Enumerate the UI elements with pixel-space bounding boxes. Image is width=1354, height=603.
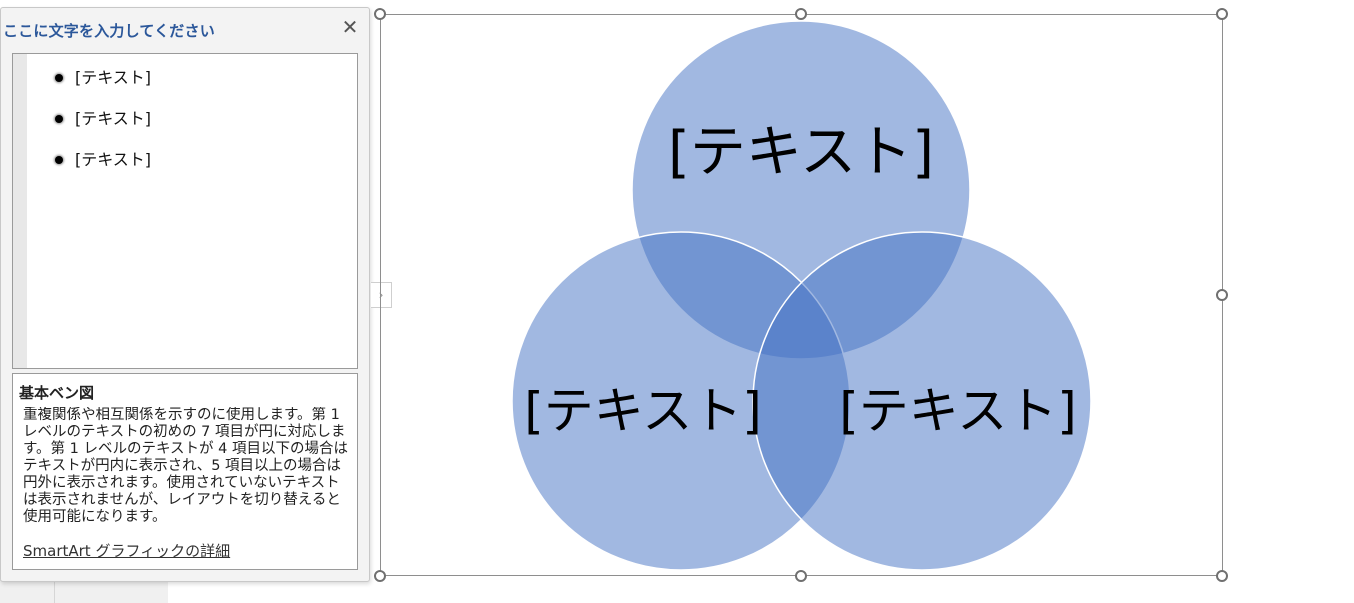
text-pane-title: ここに文字を入力してください	[3, 22, 215, 40]
venn-label-top[interactable]: [テキスト]	[667, 120, 934, 185]
resize-handle-top-right[interactable]	[1216, 8, 1228, 20]
resize-handle-bottom[interactable]	[795, 570, 807, 582]
layout-description-box: 基本ベン図 重複関係や相互関係を示すのに使用します。第 1 レベルのテキストの初…	[12, 373, 358, 570]
resize-handle-right[interactable]	[1216, 289, 1228, 301]
layout-description: 重複関係や相互関係を示すのに使用します。第 1 レベルのテキストの初めの 7 項…	[23, 407, 349, 525]
resize-handle-top[interactable]	[795, 8, 807, 20]
bullet-item[interactable]: [テキスト]	[53, 68, 151, 109]
venn-circle-bottom-right[interactable]	[752, 231, 1092, 571]
resize-handle-bottom-right[interactable]	[1216, 570, 1228, 582]
bullet-editor[interactable]: [テキスト] [テキスト] [テキスト]	[12, 53, 358, 369]
bullet-dot-icon	[55, 156, 63, 164]
bullet-dot-icon	[55, 115, 63, 123]
resize-handle-bottom-left[interactable]	[374, 570, 386, 582]
venn-label-bottom-right[interactable]: [テキスト]	[839, 382, 1077, 440]
close-icon[interactable]: ✕	[341, 15, 359, 39]
bullet-editor-gutter	[13, 54, 27, 368]
bullet-list: [テキスト] [テキスト] [テキスト]	[53, 68, 151, 191]
bullet-item[interactable]: [テキスト]	[53, 150, 151, 191]
bullet-text: [テキスト]	[75, 109, 152, 128]
layout-name: 基本ベン図	[19, 384, 95, 402]
text-pane: ここに文字を入力してください ✕ [テキスト] [テキスト] [テキスト]	[0, 7, 370, 582]
venn-label-bottom-left[interactable]: [テキスト]	[524, 382, 762, 440]
resize-handle-top-left[interactable]	[374, 8, 386, 20]
venn-circles	[511, 20, 1092, 571]
smartart-details-link[interactable]: SmartArt グラフィックの詳細	[23, 542, 231, 560]
bullet-text: [テキスト]	[75, 68, 152, 87]
bullet-item[interactable]: [テキスト]	[53, 109, 151, 150]
bullet-text: [テキスト]	[75, 150, 152, 169]
chevron-right-icon[interactable]: ›	[371, 282, 392, 308]
bullet-dot-icon	[55, 74, 63, 82]
